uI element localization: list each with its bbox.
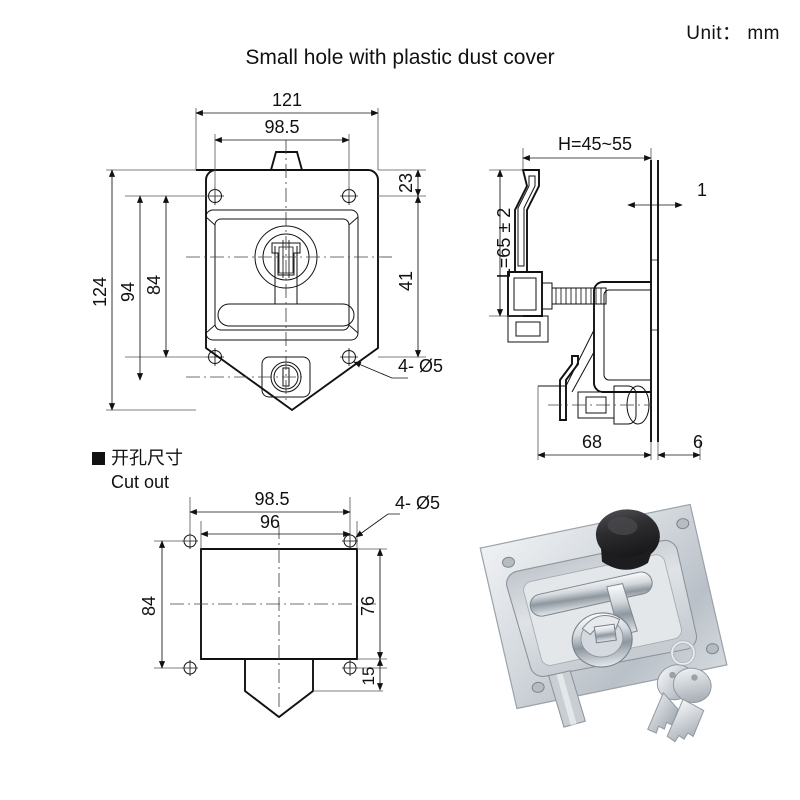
dim-cutout-tab-offset: 15: [359, 667, 378, 686]
dim-cutout-hole-pitch-h: 84: [139, 596, 159, 616]
callout-cutout-holes: 4- Ø5: [395, 493, 440, 513]
product-photo-illustration: [479, 503, 728, 743]
dim-side-handle-height: H=45~55: [558, 134, 632, 154]
front-view-mounting-holes: [206, 187, 358, 366]
dim-front-top-offset: 23: [396, 173, 416, 193]
side-view-dimensions: H=45~55 L=65 ± 2 1 68 6: [489, 134, 707, 460]
dim-front-hole-pitch-h: 94: [118, 282, 138, 302]
dim-cutout-height: 76: [358, 596, 378, 616]
dim-front-height: 124: [90, 277, 110, 307]
dim-side-flange-offset: 6: [693, 432, 703, 452]
cutout-heading-en: Cut out: [111, 472, 169, 492]
dim-side-depth: 68: [582, 432, 602, 452]
cutout-heading-cn: 开孔尺寸: [111, 448, 183, 468]
front-view-dimensions: 121 98.5 23 41 124 94 84 4- Ø5: [90, 90, 443, 411]
dim-front-width: 121: [272, 90, 302, 110]
dim-cutout-width: 96: [260, 512, 280, 532]
dim-side-rod-length: L=65 ± 2: [494, 208, 514, 278]
front-view-geometry: [186, 140, 392, 412]
page-title: Small hole with plastic dust cover: [245, 46, 555, 69]
dim-cutout-hole-pitch-w: 98.5: [254, 489, 289, 509]
dim-front-hole-pitch-w: 98.5: [264, 117, 299, 137]
cutout-heading: 开孔尺寸 Cut out: [92, 448, 183, 492]
callout-front-holes: 4- Ø5: [398, 356, 443, 376]
square-bullet-icon: [92, 452, 105, 465]
dim-side-thickness: 1: [697, 180, 707, 200]
dim-front-inner-height: 84: [144, 275, 164, 295]
cutout-view-geometry: [170, 525, 378, 719]
side-view-geometry: [507, 160, 659, 442]
cutout-mounting-holes: [182, 533, 358, 676]
unit-label: Unit： mm: [686, 23, 780, 44]
dim-front-upper-band: 41: [396, 271, 416, 291]
cutout-view-dimensions: 98.5 96 84 76 15 4- Ø5: [139, 489, 440, 692]
